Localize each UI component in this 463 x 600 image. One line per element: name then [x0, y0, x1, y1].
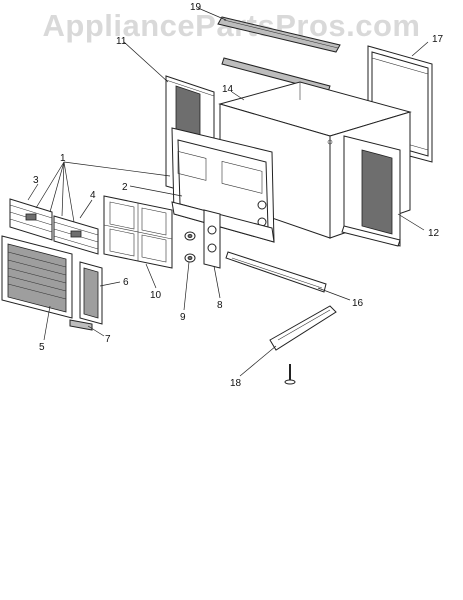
callout-11: 11 [116, 36, 127, 47]
callout-labels: 1 2 3 4 5 6 7 8 9 10 11 12 14 16 17 18 1… [33, 2, 444, 389]
part-9-knobs [184, 231, 196, 263]
callout-2: 2 [122, 182, 128, 193]
callout-10: 10 [150, 290, 162, 301]
callout-19: 19 [190, 2, 202, 13]
part-2-front-frame [171, 127, 275, 243]
callout-17: 17 [432, 34, 444, 45]
callout-16: 16 [352, 298, 364, 309]
callout-4: 4 [90, 190, 96, 201]
callout-14: 14 [222, 84, 234, 95]
part-10-filter [103, 195, 173, 269]
part-6-side-grille [79, 261, 103, 325]
callout-3: 3 [33, 175, 39, 186]
callout-1: 1 [60, 153, 66, 164]
part-3-left-deflector [9, 198, 53, 241]
part-7-clip [69, 319, 93, 331]
part-18-base-bracket [269, 305, 337, 351]
part-12-right-louver-panel [341, 135, 401, 247]
callout-9: 9 [180, 312, 186, 323]
part-8-control-plate [203, 209, 221, 269]
callout-12: 12 [428, 228, 440, 239]
part-16-bottom-rail [225, 251, 327, 293]
screw-fastener [284, 364, 296, 385]
part-5-front-grille [1, 235, 73, 319]
callout-8: 8 [217, 300, 223, 311]
callout-6: 6 [123, 277, 129, 288]
part-4-right-deflector [53, 215, 99, 255]
part-19-top-rail [217, 16, 341, 53]
leader-lines [27, 7, 429, 377]
callout-18: 18 [230, 378, 242, 389]
callout-5: 5 [39, 342, 45, 353]
callout-7: 7 [105, 334, 111, 345]
